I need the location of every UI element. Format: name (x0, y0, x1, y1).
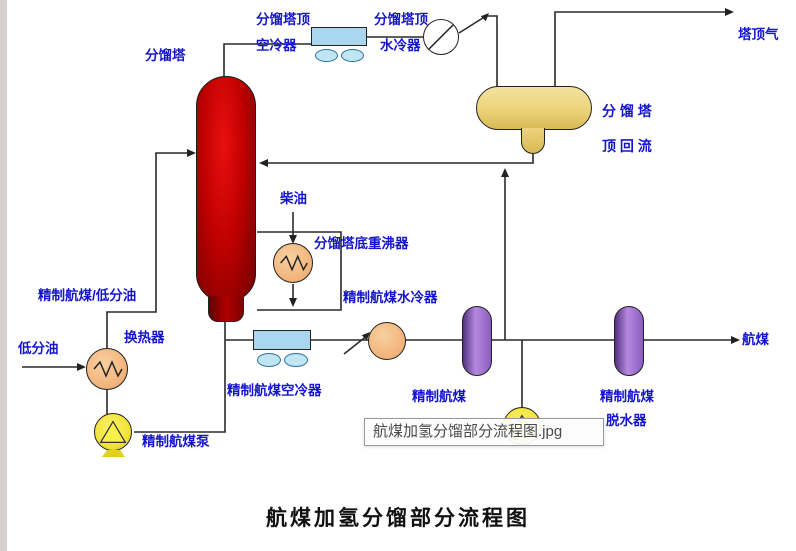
coil-icon (93, 360, 123, 378)
pipe-bottoms-to-pump (134, 322, 226, 433)
label-overhead-air-cooler-1: 分馏塔顶 (256, 12, 310, 27)
label-refined-jet-right: 精制航煤 (600, 389, 654, 404)
exchanger-diagonal-icon (428, 24, 454, 50)
label-reflux-1: 分 馏 塔 (602, 103, 652, 119)
label-overhead-gas: 塔顶气 (738, 27, 779, 42)
feed-heat-exchanger (86, 348, 128, 390)
label-jet-pump: 精制航煤泵 (142, 434, 210, 449)
jet-water-cooler (368, 322, 406, 360)
pipe-tower-overhead (223, 43, 311, 80)
pipe-reflux-return (262, 152, 534, 164)
label-jet-lowoil: 精制航煤/低分油 (38, 288, 137, 303)
label-overhead-water-cooler-2: 水冷器 (380, 38, 421, 53)
label-dehydrator: 脱水器 (606, 413, 647, 428)
label-reflux-2: 顶 回 流 (602, 138, 652, 154)
arrowhead (289, 235, 297, 244)
pipe-overhead-gas (554, 11, 730, 88)
arrowhead (187, 149, 196, 157)
jet-air-cooler (253, 330, 311, 350)
air-cooler-fan-icon (257, 353, 281, 367)
label-jet-air-cooler: 精制航煤空冷器 (227, 383, 322, 398)
label-refined-jet-left: 精制航煤 (412, 389, 466, 404)
reflux-drum (476, 86, 592, 130)
page-edge (0, 0, 7, 551)
arrowhead (480, 13, 489, 22)
tower-skirt (208, 296, 244, 322)
pipe-watercooler-out (458, 15, 487, 34)
air-cooler-fan-icon (315, 49, 338, 62)
pipe-to-drum (486, 15, 498, 88)
arrowhead (501, 168, 509, 177)
arrowhead (289, 298, 297, 307)
arrowhead (725, 8, 734, 16)
arrowhead (77, 363, 86, 371)
label-jet-fuel: 航煤 (742, 332, 769, 347)
label-jet-water-cooler: 精制航煤水冷器 (343, 290, 438, 305)
pump-base (102, 450, 125, 457)
pipe-reboiler-loop (257, 231, 342, 311)
filename-overlay: 航煤加氢分馏部分流程图.jpg (364, 418, 604, 446)
label-fractionator: 分馏塔 (145, 48, 186, 63)
coil-icon (280, 254, 308, 272)
arrowhead (361, 332, 370, 341)
label-overhead-air-cooler-2: 空冷器 (256, 38, 297, 53)
overhead-air-cooler (311, 27, 367, 46)
label-heat-exchanger: 换热器 (124, 330, 165, 345)
arrowhead (731, 336, 740, 344)
label-diesel: 柴油 (280, 191, 307, 206)
arrowhead (259, 159, 268, 167)
label-overhead-water-cooler-1: 分馏塔顶 (374, 12, 428, 27)
diagram-title: 航煤加氢分馏部分流程图 (266, 507, 530, 530)
drum-nozzle (521, 128, 545, 154)
dehydrator-vessel (614, 306, 644, 376)
fractionation-tower (196, 76, 256, 302)
separator-vessel (462, 306, 492, 376)
overhead-water-cooler (423, 19, 459, 55)
pipe-feed-to-tower (106, 152, 194, 348)
label-bottom-reboiler: 分馏塔底重沸器 (314, 236, 409, 251)
label-low-oil: 低分油 (18, 341, 59, 356)
jet-fuel-pump (94, 413, 132, 451)
pipe-main-diagonal (343, 334, 369, 355)
air-cooler-fan-icon (284, 353, 308, 367)
bottom-reboiler (273, 243, 313, 283)
pump-triangle-icon (99, 420, 127, 444)
air-cooler-fan-icon (341, 49, 364, 62)
